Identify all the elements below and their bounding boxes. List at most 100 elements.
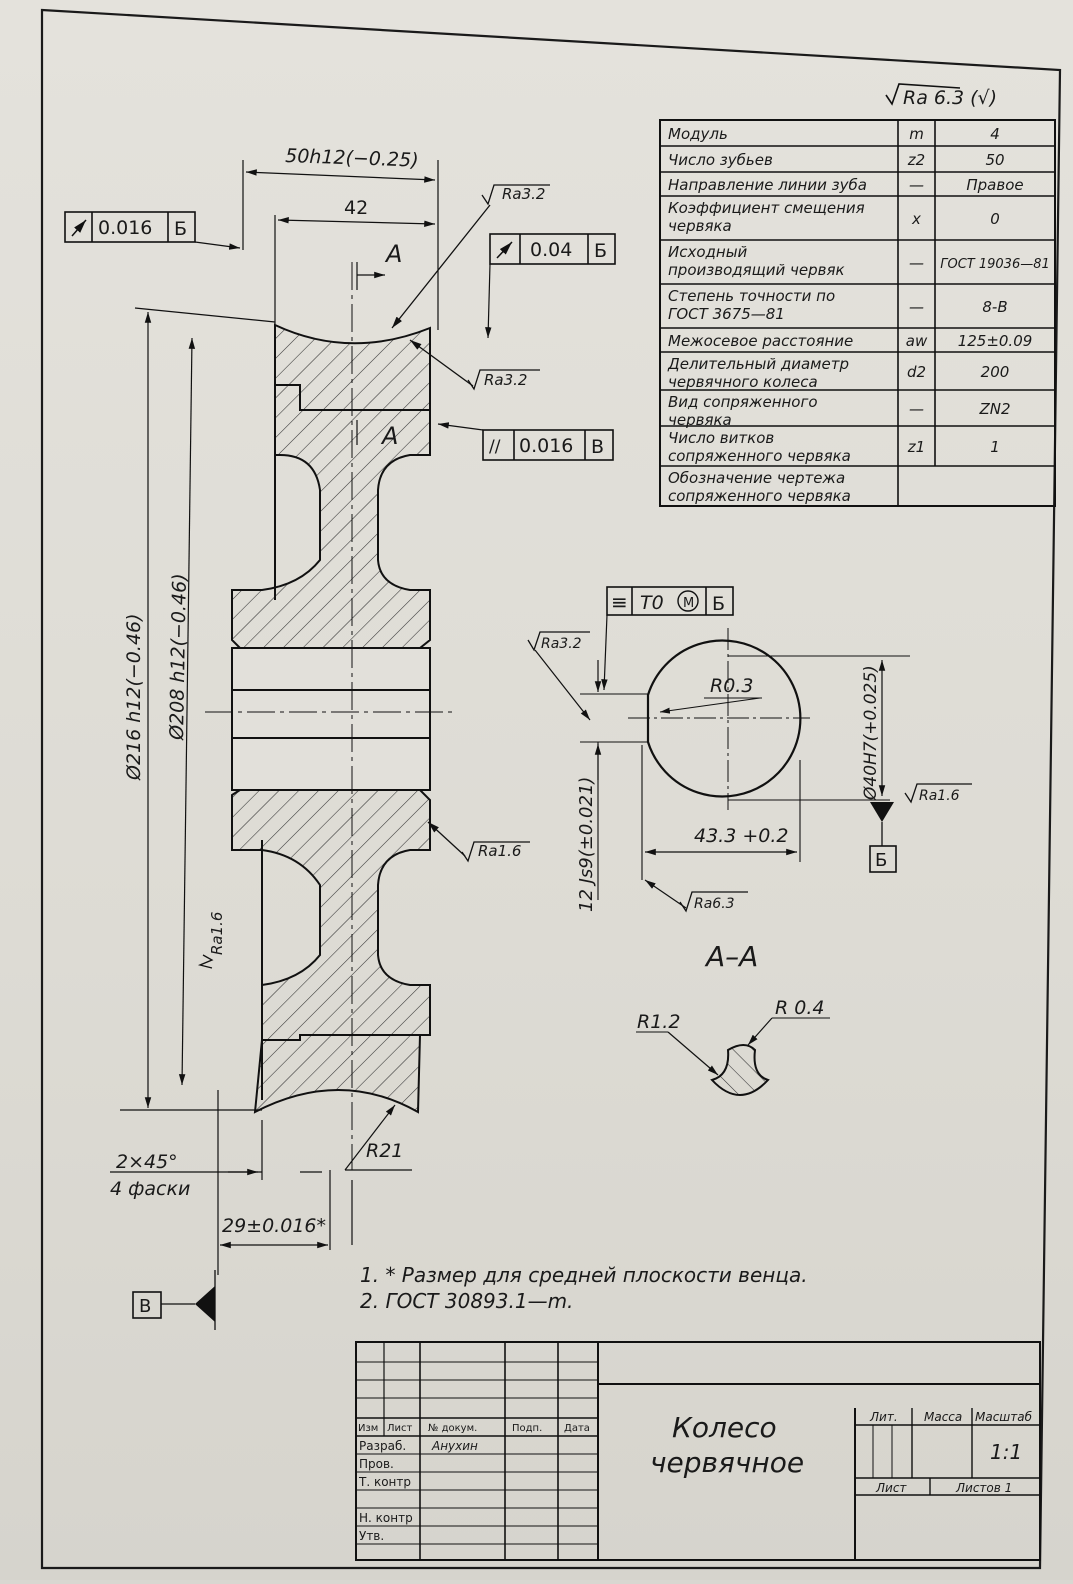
params-label: Вид сопряженного <box>668 393 818 411</box>
datum-v: В <box>132 1270 216 1330</box>
dim-dia-outer: Ø216 h12(−0.46) <box>123 613 145 781</box>
general-roughness: Ra 6.3 (√) <box>885 83 997 109</box>
tb-row-prov: Пров. <box>359 1457 394 1471</box>
params-label: Делительный диаметр <box>667 355 849 373</box>
svg-text:Б: Б <box>594 240 607 262</box>
dim-bore: Ø40H7(+0.025) <box>861 665 881 801</box>
svg-text://: // <box>489 437 501 457</box>
svg-text:0.016: 0.016 <box>98 217 152 239</box>
section-label-a-top: А <box>384 240 402 268</box>
params-label: Модуль <box>668 125 728 143</box>
tb-row-tkontr: Т. контр <box>358 1475 411 1489</box>
rough-main-2: Ra3.2 <box>484 371 527 389</box>
svg-text:T0: T0 <box>640 592 664 614</box>
params-value: 0 <box>990 210 1000 228</box>
params-label: сопряженного червяка <box>668 447 851 465</box>
datum-b-label: Б <box>875 850 887 871</box>
roughness-marks-main <box>197 184 550 969</box>
main-dimensions <box>110 160 439 1275</box>
params-label: Исходный <box>668 243 748 261</box>
tb-listov: Листов 1 <box>955 1481 1012 1495</box>
dim-r-keyway: R0.3 <box>710 675 753 697</box>
section-a-a: ≡ M T0 Б <box>527 586 972 913</box>
params-symbol: d2 <box>907 363 926 381</box>
svg-text:В: В <box>139 1296 151 1317</box>
rough-main-3: Ra1.6 <box>478 842 521 860</box>
params-label: ГОСТ 3675—81 <box>668 305 785 323</box>
params-symbol: m <box>909 125 924 143</box>
dim-chamfer-note: 4 фаски <box>110 1178 190 1200</box>
svg-text:M: M <box>683 596 694 611</box>
rough-sec-1: Ra3.2 <box>541 636 582 652</box>
params-label: производящий червяк <box>668 261 845 279</box>
tb-col-date: Дата <box>564 1423 590 1434</box>
tb-col-list: Лист <box>387 1423 413 1434</box>
params-label: Межосевое расстояние <box>668 332 853 350</box>
params-label: Коэффициент смещения <box>668 199 865 217</box>
tb-scale: 1:1 <box>990 1440 1022 1464</box>
dim-r-tooth-b: R 0.4 <box>775 997 824 1019</box>
wheel-web <box>231 384 431 649</box>
dim-dia-throat: Ø208 h12(−0.46) <box>166 573 191 741</box>
params-value: ГОСТ 19036—81 <box>940 257 1050 272</box>
tb-massa: Масса <box>924 1410 962 1424</box>
dim-radius-throat: R21 <box>366 1140 403 1162</box>
dim-chamfer: 2×45° <box>116 1151 178 1173</box>
general-roughness-text: Ra 6.3 (√) <box>903 87 997 109</box>
tb-row-nkontr: Н. контр <box>359 1511 413 1525</box>
dim-width-hub: 42 <box>344 197 368 219</box>
sheet-frame <box>40 8 1062 1570</box>
notes: 1. * Размер для средней плоскости венца.… <box>360 1263 808 1313</box>
tb-lit: Лит. <box>869 1410 898 1424</box>
rough-sec-3: Ra6.3 <box>694 896 735 912</box>
params-symbol: x <box>911 210 921 228</box>
tol-frame-parallel: // 0.016 В <box>437 422 614 461</box>
tb-col-sign: Подп. <box>512 1423 542 1434</box>
params-table-frame <box>659 119 1056 507</box>
params-label: червячного колеса <box>668 373 818 391</box>
params-label: червяка <box>668 217 732 235</box>
svg-text:≡: ≡ <box>611 590 628 614</box>
tb-list: Лист <box>875 1481 907 1495</box>
tooth-detail: R1.2 R 0.4 <box>636 997 830 1096</box>
params-label: Направление линии зуба <box>668 176 867 194</box>
tb-name-line2: червячное <box>650 1446 804 1479</box>
bore <box>231 647 431 791</box>
params-label: Обозначение чертежа <box>668 469 845 487</box>
params-value: ZN2 <box>978 400 1010 418</box>
tb-col-izm: Изм <box>358 1423 378 1434</box>
params-value: 8-В <box>982 298 1007 316</box>
params-value: 4 <box>990 125 1000 143</box>
params-symbol: z2 <box>907 151 925 169</box>
params-label: Степень точности по <box>668 287 835 305</box>
params-value: 125±0.09 <box>958 332 1033 350</box>
rough-sec-2: Ra1.6 <box>919 788 960 804</box>
params-symbol: — <box>909 298 924 316</box>
tol-frame-runout-left: 0.016 Б <box>64 211 241 250</box>
params-label: червяка <box>668 411 732 429</box>
tb-row-utv: Утв. <box>359 1529 384 1543</box>
dim-width-total: 50h12(−0.25) <box>285 145 419 172</box>
rough-main-4: Ra1.6 <box>208 912 226 955</box>
svg-text:В: В <box>591 436 604 458</box>
dim-r-tooth-a: R1.2 <box>637 1011 680 1033</box>
tb-razrab-name: Анухин <box>431 1439 478 1453</box>
section-title: А–А <box>704 940 758 973</box>
params-label: Число витков <box>668 429 774 447</box>
svg-text:0.016: 0.016 <box>519 435 573 457</box>
dim-keyway-width: 12 Js9(±0.021) <box>576 777 597 912</box>
params-symbol: — <box>909 254 924 272</box>
params-value: 50 <box>985 151 1004 169</box>
dim-keyway-depth: 43.3 +0.2 <box>694 825 788 847</box>
note-1: 1. * Размер для средней плоскости венца. <box>360 1263 808 1287</box>
